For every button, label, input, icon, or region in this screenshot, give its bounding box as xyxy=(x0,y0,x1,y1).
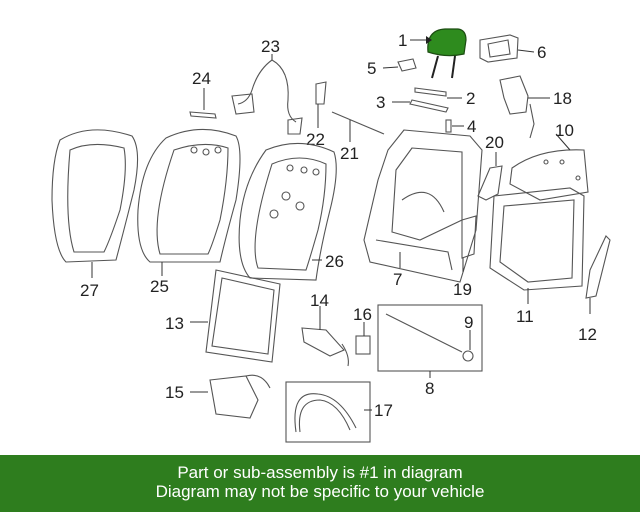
part-6[interactable] xyxy=(479,34,519,63)
part-25[interactable] xyxy=(137,128,241,263)
callout-14: 14 xyxy=(310,291,329,310)
callout-26: 26 xyxy=(325,252,344,271)
callout-10: 10 xyxy=(555,121,574,140)
callout-20: 20 xyxy=(485,133,504,152)
callout-18: 18 xyxy=(553,89,572,108)
part-13[interactable] xyxy=(205,269,281,363)
callout-24: 24 xyxy=(192,69,211,88)
callout-22: 22 xyxy=(306,130,325,149)
callout-9: 9 xyxy=(464,313,473,332)
callout-11: 11 xyxy=(516,307,534,326)
part-3[interactable] xyxy=(409,99,449,113)
part-2[interactable] xyxy=(414,87,447,97)
callout-17: 17 xyxy=(374,401,393,420)
part-12[interactable] xyxy=(585,235,611,299)
callout-8: 8 xyxy=(425,379,434,398)
banner-line-2: Diagram may not be specific to your vehi… xyxy=(155,482,485,501)
callout-19: 19 xyxy=(453,280,472,299)
part-26[interactable] xyxy=(238,142,337,281)
part-1-headrest[interactable] xyxy=(427,28,467,79)
callout-13: 13 xyxy=(165,314,184,333)
callout-4: 4 xyxy=(467,117,476,136)
part-11[interactable] xyxy=(489,187,585,291)
parts-diagram: 1 6 5 3 2 4 18 24 xyxy=(51,28,611,443)
callout-7: 7 xyxy=(393,270,402,289)
callout-3: 3 xyxy=(376,93,385,112)
part-14[interactable] xyxy=(301,327,349,367)
part-4[interactable] xyxy=(445,119,452,133)
part-21[interactable] xyxy=(331,111,385,135)
callout-2: 2 xyxy=(466,89,475,108)
part-19[interactable] xyxy=(461,215,477,259)
part-5[interactable] xyxy=(397,58,417,72)
part-22[interactable] xyxy=(315,81,327,105)
callout-23: 23 xyxy=(261,37,280,56)
callout-25: 25 xyxy=(150,277,169,296)
callout-6: 6 xyxy=(537,43,546,62)
info-banner: Part or sub-assembly is #1 in diagram Di… xyxy=(0,455,640,512)
part-7[interactable] xyxy=(363,129,483,283)
part-17-group[interactable] xyxy=(285,381,371,443)
part-27[interactable] xyxy=(51,129,139,263)
part-16[interactable] xyxy=(355,335,371,355)
callout-27: 27 xyxy=(80,281,99,300)
part-15[interactable] xyxy=(209,374,271,419)
callout-16: 16 xyxy=(353,305,372,324)
part-23[interactable] xyxy=(231,59,303,135)
callout-5: 5 xyxy=(367,59,376,78)
banner-line-1: Part or sub-assembly is #1 in diagram xyxy=(177,463,463,482)
part-24[interactable] xyxy=(189,111,217,119)
part-18[interactable] xyxy=(499,75,535,139)
part-10[interactable] xyxy=(509,149,589,201)
callout-12: 12 xyxy=(578,325,597,344)
callout-21: 21 xyxy=(340,144,359,163)
part-20[interactable] xyxy=(477,165,503,201)
callout-1: 1 xyxy=(398,31,407,50)
callout-15: 15 xyxy=(165,383,184,402)
